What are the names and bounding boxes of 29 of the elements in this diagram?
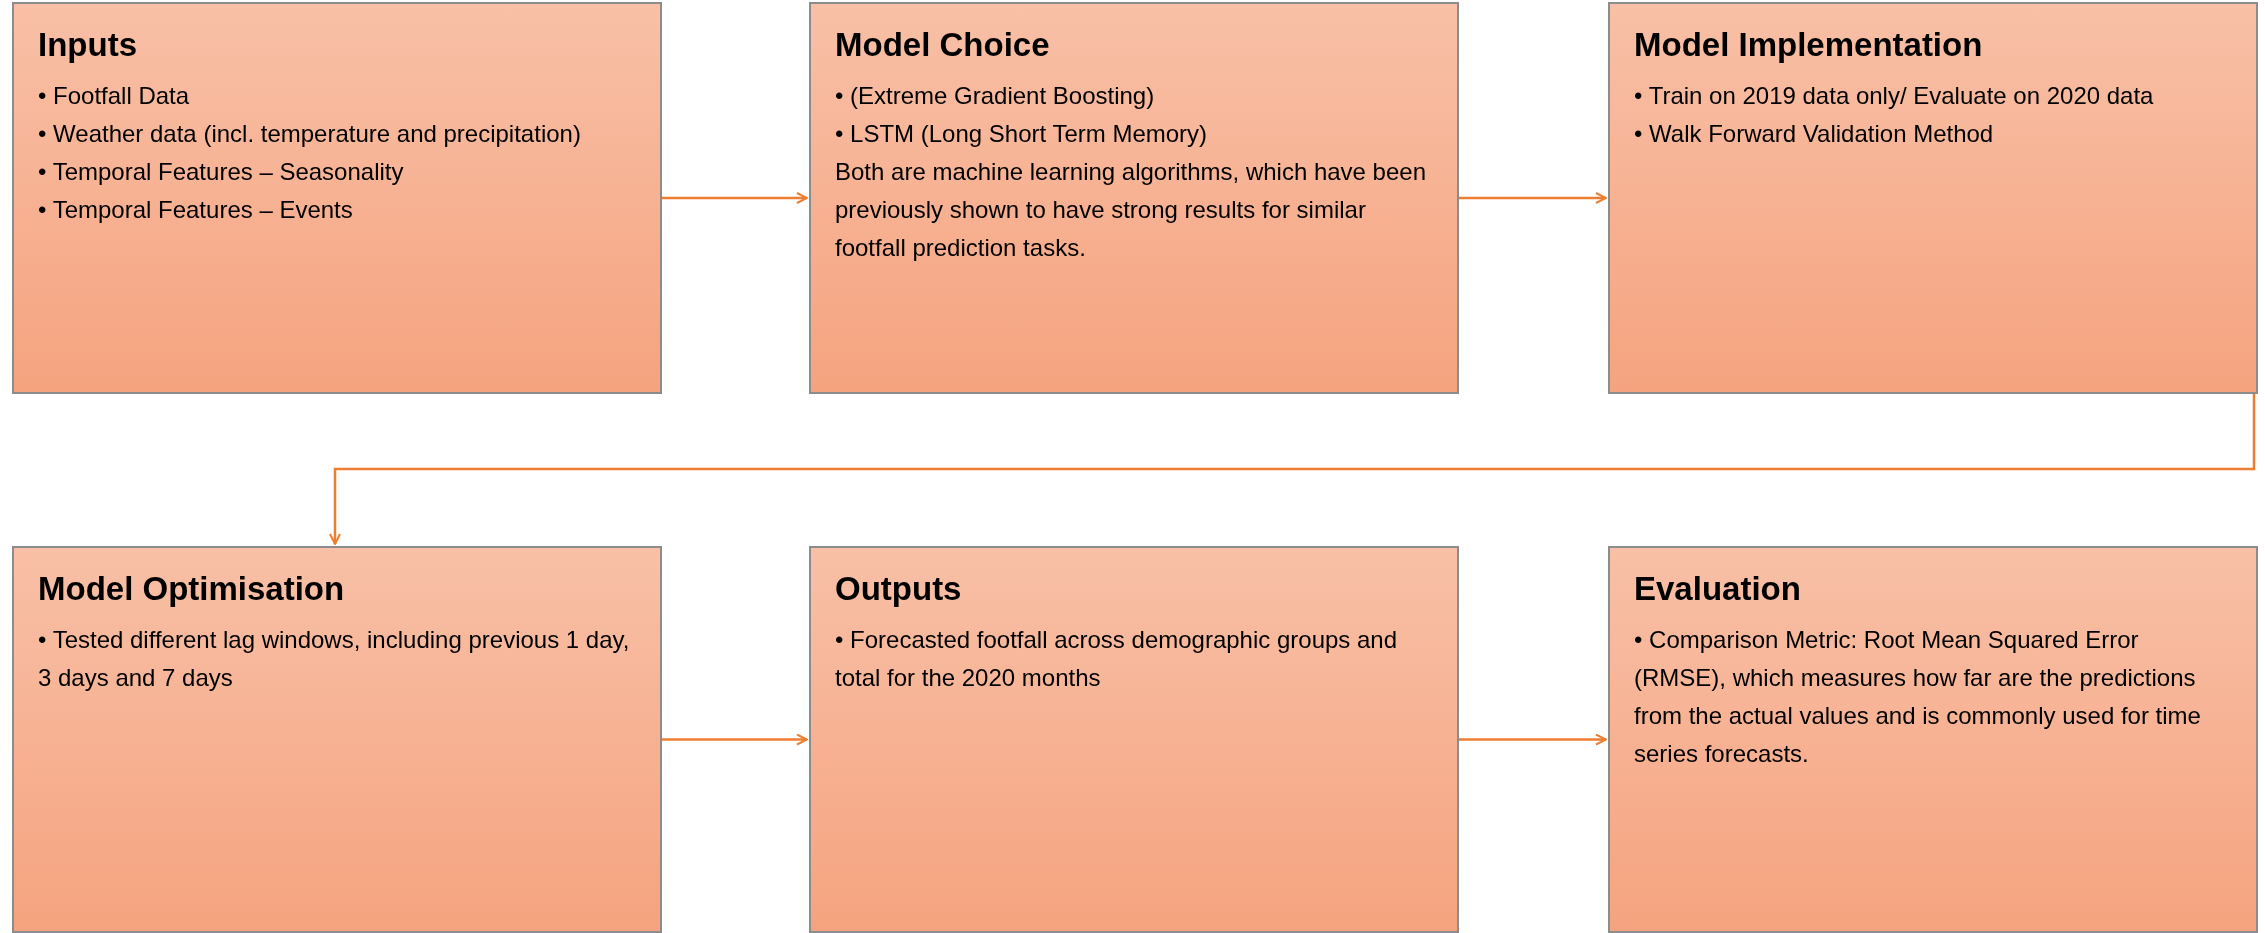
process-box	[809, 546, 1459, 933]
arrow	[662, 733, 808, 746]
process-box	[1608, 546, 2258, 933]
box-text: • (Extreme Gradient Boosting)	[835, 81, 1156, 112]
box-text: • Temporal Features – Events	[38, 195, 354, 226]
box-text: • Train on 2019 data only/ Evaluate on 2020 data	[1634, 81, 2155, 112]
box-text: • Footfall Data	[38, 81, 191, 112]
box-heading: Evaluation	[1634, 569, 1802, 609]
box-heading: Inputs	[38, 25, 138, 65]
box-text: • Weather data (incl. temperature and precipitation)	[38, 119, 582, 150]
arrow	[662, 192, 808, 204]
box-text: • Tested different lag windows, including previous 1 day, 3 days and 7 days	[38, 625, 631, 694]
process-box	[12, 2, 662, 394]
arrow	[1459, 733, 1607, 746]
box-text: • Walk Forward Validation Method	[1634, 119, 1995, 150]
process-box	[809, 2, 1459, 394]
box-text: Both are machine learning algorithms, which have been previously shown to have strong results for similar footfall prediction tasks.	[835, 157, 1427, 264]
box-text: • Temporal Features – Seasonality	[38, 157, 405, 188]
box-text: • Comparison Metric: Root Mean Squared Error (RMSE), which measures how far are the predictions from the actual values and is commonly used for time series forecasts.	[1634, 625, 2202, 770]
box-text: • Forecasted footfall across demographic groups and total for the 2020 months	[835, 625, 1399, 694]
box-heading: Model Implementation	[1634, 25, 1984, 65]
box-text: • LSTM (Long Short Term Memory)	[835, 119, 1209, 150]
arrow	[1459, 192, 1607, 204]
box-heading: Outputs	[835, 569, 963, 609]
arrow	[329, 394, 2256, 545]
box-heading: Model Choice	[835, 25, 1051, 65]
process-box	[12, 546, 662, 933]
process-box	[1608, 2, 2258, 394]
box-heading: Model Optimisation	[38, 569, 346, 609]
